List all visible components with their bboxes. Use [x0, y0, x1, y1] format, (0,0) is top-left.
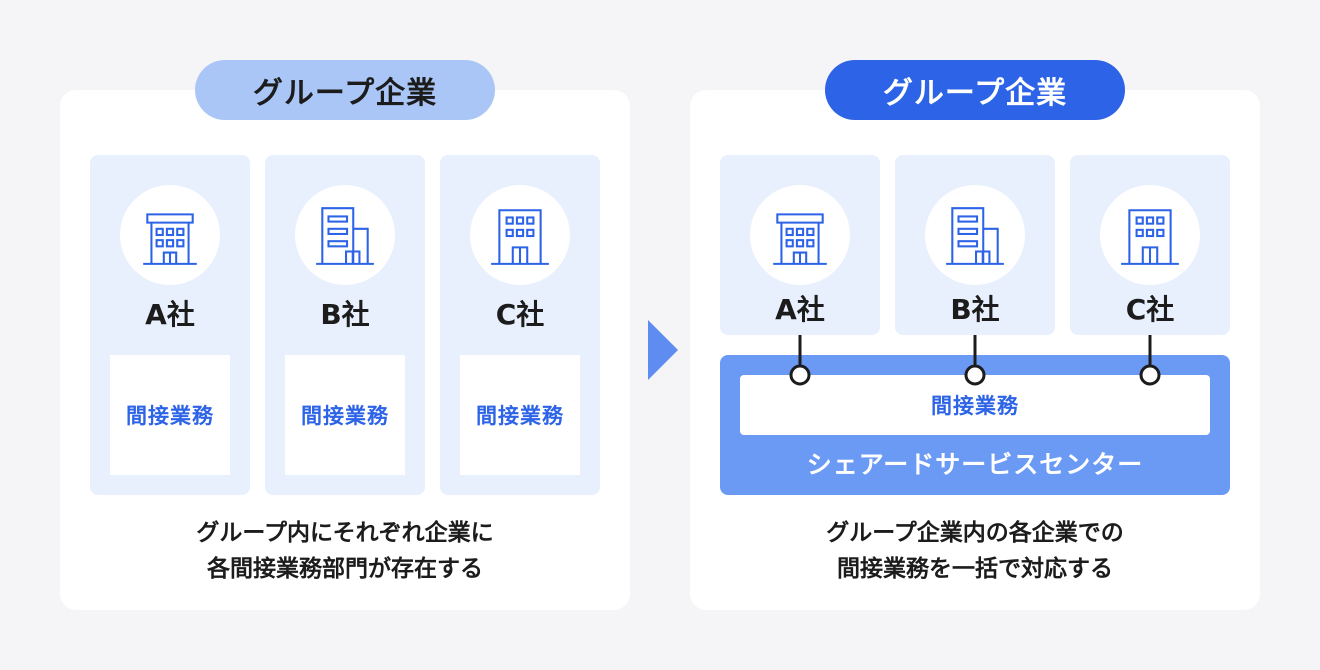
office-building-icon	[767, 202, 833, 268]
left-company-b-task: 間接業務	[285, 355, 405, 475]
left-company-card-a: A社 間接業務	[90, 155, 250, 495]
right-company-a-label: A社	[775, 293, 825, 326]
left-caption-line-1: グループ内にそれぞれ企業に	[196, 520, 494, 546]
right-caption: グループ企業内の各企業での 間接業務を一括で対応する	[690, 515, 1260, 587]
left-caption: グループ内にそれぞれ企業に 各間接業務部門が存在する	[60, 515, 630, 587]
right-company-b-label: B社	[950, 293, 1000, 326]
right-panel: A社 B社 C社 グループ企業内の各企業での 間接業務を一括で対応する	[690, 90, 1260, 610]
left-company-a-icon-circle	[120, 185, 220, 285]
connector-a	[789, 335, 811, 386]
left-caption-line-2: 各間接業務部門が存在する	[207, 556, 483, 582]
connector-c	[1139, 335, 1161, 386]
right-company-card-a: A社	[720, 155, 880, 335]
office-tower-icon	[487, 202, 553, 268]
right-caption-line-1: グループ企業内の各企業での	[826, 520, 1124, 546]
left-company-card-c: C社 間接業務	[440, 155, 600, 495]
left-company-c-task: 間接業務	[460, 355, 580, 475]
right-company-card-c: C社	[1070, 155, 1230, 335]
right-company-c-icon-circle	[1100, 185, 1200, 285]
office-building-annex-icon	[312, 202, 378, 268]
left-company-b-label: B社	[320, 298, 370, 331]
right-caption-line-2: 間接業務を一括で対応する	[837, 556, 1113, 582]
right-group-pill: グループ企業	[825, 60, 1125, 120]
left-company-card-b: B社 間接業務	[265, 155, 425, 495]
right-company-b-icon-circle	[925, 185, 1025, 285]
office-tower-icon	[1117, 202, 1183, 268]
left-panel: A社 間接業務 B社 間接業務 C社 間接業務 グループ内にそれぞれ企業に 各間…	[60, 90, 630, 610]
right-company-card-b: B社	[895, 155, 1055, 335]
shared-service-center-label: シェアードサービスセンター	[806, 450, 1144, 479]
connector-b	[964, 335, 986, 386]
left-company-b-icon-circle	[295, 185, 395, 285]
right-company-a-icon-circle	[750, 185, 850, 285]
right-company-c-label: C社	[1125, 293, 1175, 326]
office-building-annex-icon	[942, 202, 1008, 268]
office-building-icon	[137, 202, 203, 268]
left-company-c-icon-circle	[470, 185, 570, 285]
left-company-c-label: C社	[495, 298, 545, 331]
left-company-a-task: 間接業務	[110, 355, 230, 475]
left-group-pill: グループ企業	[195, 60, 495, 120]
transition-arrow-icon	[648, 320, 678, 380]
left-company-a-label: A社	[145, 298, 195, 331]
